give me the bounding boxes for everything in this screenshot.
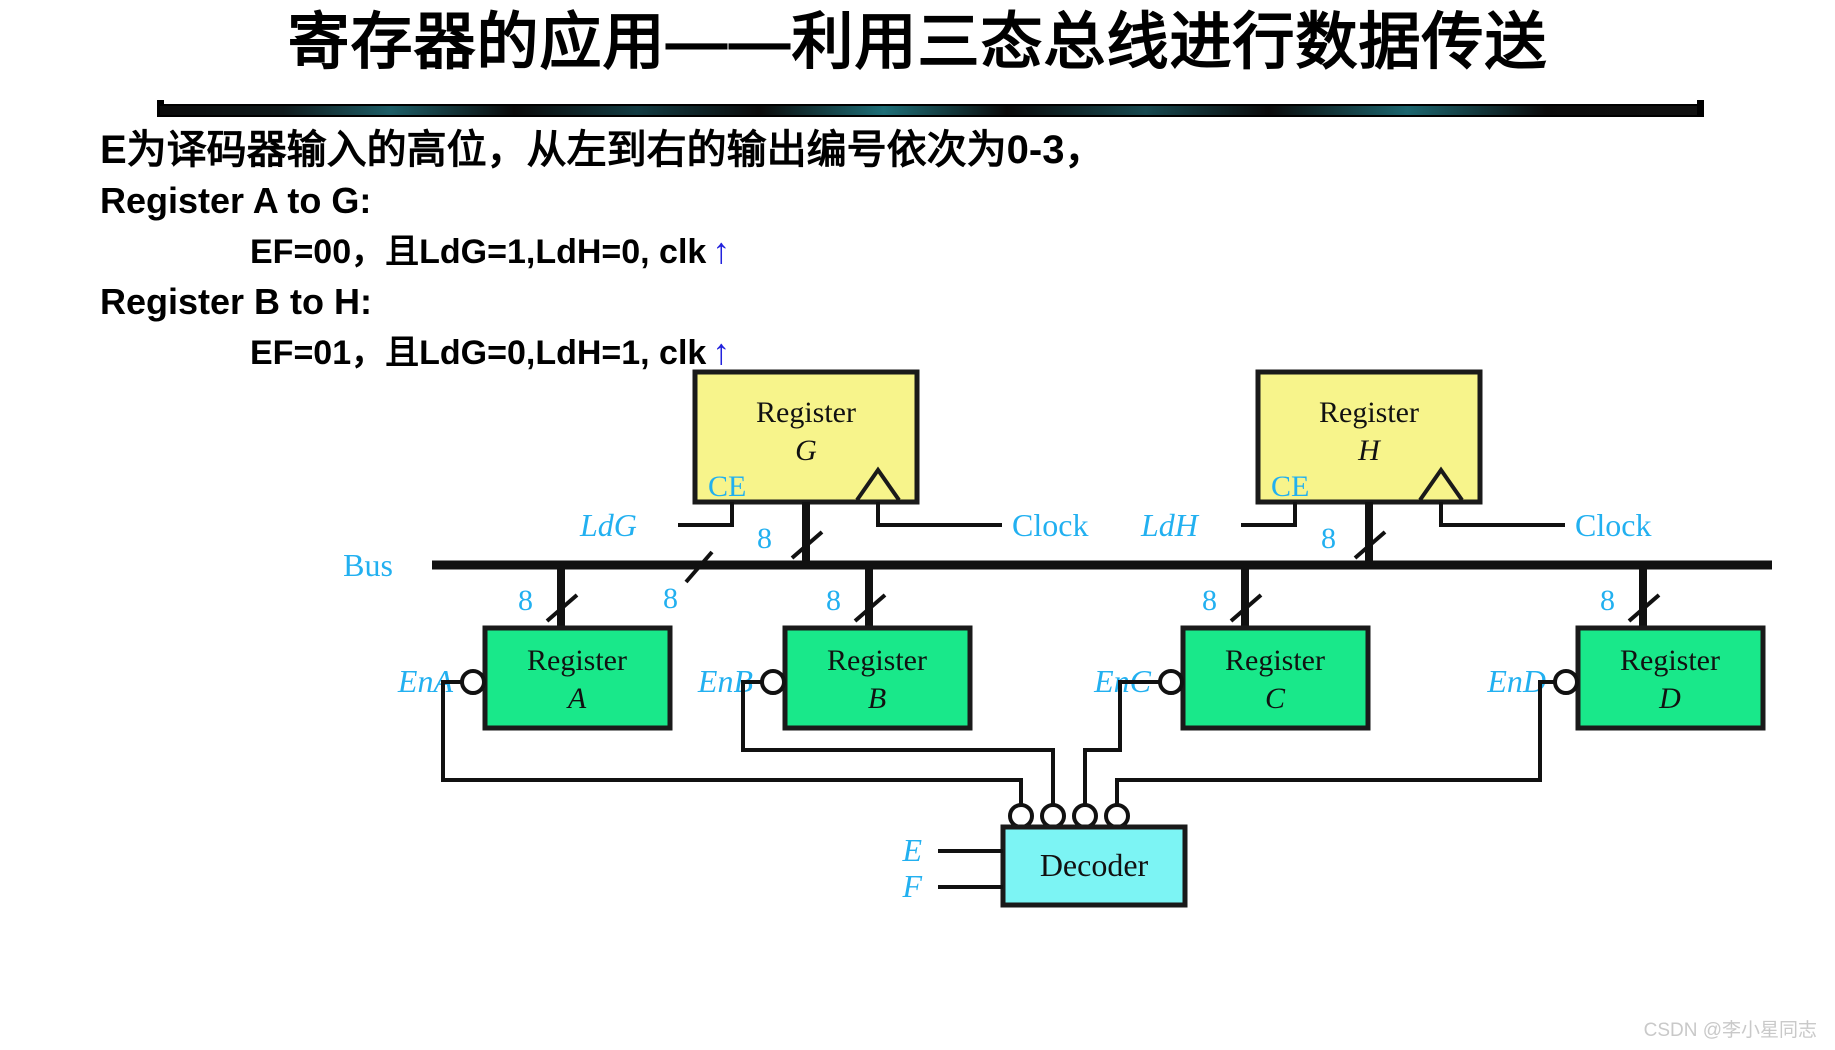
- text-line-3: EF=00，且LdG=1,LdH=0, clk↑: [100, 226, 1500, 277]
- register-g-ce-label: CE: [708, 470, 746, 503]
- decoder-output-bubble-1-icon: [1040, 803, 1066, 829]
- title-block: 寄存器的应用——利用三态总线进行数据传送: [0, 0, 1835, 120]
- end-label: EnD: [1486, 663, 1546, 699]
- ldh-label: LdH: [1140, 507, 1200, 543]
- register-b-block[interactable]: Register B: [782, 625, 973, 731]
- decoder-output-bubble-2-icon: [1072, 803, 1098, 829]
- register-d-enable-bubble-icon: [1553, 669, 1579, 695]
- register-c-width-label: 8: [1202, 584, 1217, 617]
- bus-label: Bus: [343, 547, 393, 583]
- enable-routing-wires: [441, 680, 1555, 805]
- decoder-block[interactable]: Decoder: [1000, 824, 1188, 908]
- page-title: 寄存器的应用——利用三态总线进行数据传送: [287, 8, 1548, 77]
- register-g-title: Register: [756, 396, 856, 429]
- register-h-clock-triangle-icon: [1418, 466, 1464, 502]
- decoder-input-wires: [938, 849, 1003, 889]
- decoder-label: Decoder: [1040, 847, 1149, 883]
- register-b-title: Register: [827, 644, 927, 677]
- register-h-ce-label: CE: [1271, 470, 1309, 503]
- csdn-watermark: CSDN @李小星同志: [1643, 1020, 1817, 1041]
- title-divider: [160, 104, 1700, 117]
- register-c-enable-bubble-icon: [1158, 669, 1184, 695]
- register-h-title: Register: [1319, 396, 1419, 429]
- text-line-3-body: EF=00，且LdG=1,LdH=0, clk: [250, 233, 707, 271]
- register-d-letter: D: [1658, 682, 1681, 715]
- register-b-letter: B: [868, 682, 886, 715]
- register-h-wires: [1241, 502, 1565, 565]
- register-g-block[interactable]: Register G CE: [692, 369, 920, 505]
- register-c-title: Register: [1225, 644, 1325, 677]
- bus-width-label: 8: [663, 582, 678, 615]
- title-rule-cap-right: [1697, 100, 1704, 117]
- register-h-block[interactable]: Register H CE: [1255, 369, 1483, 505]
- register-d-block[interactable]: Register D: [1575, 625, 1766, 731]
- decoder-output-bubble-3-icon: [1104, 803, 1130, 829]
- register-h-clock-label: Clock: [1575, 507, 1651, 543]
- register-h-width-label: 8: [1321, 522, 1336, 555]
- text-line-2: Register A to G:: [100, 180, 372, 221]
- register-d-title: Register: [1620, 644, 1720, 677]
- register-a-block[interactable]: Register A: [482, 625, 673, 731]
- bus-drop-lines: [545, 565, 1661, 628]
- circuit-diagram: Register G CE LdG Clock 8 Register H CE …: [0, 360, 1835, 920]
- register-g-clock-triangle-icon: [855, 466, 901, 502]
- text-line-4: Register B to H:: [100, 281, 373, 322]
- text-line-1: E为译码器输入的高位，从左到右的输出编号依次为0-3，: [100, 128, 1105, 172]
- register-g-letter: G: [795, 434, 817, 467]
- bus-width-slash: [684, 550, 714, 584]
- register-g-clock-label: Clock: [1012, 507, 1088, 543]
- text-line-5-body: EF=01，且LdG=0,LdH=1, clk: [250, 334, 707, 372]
- register-a-title: Register: [527, 644, 627, 677]
- ldg-label: LdG: [579, 507, 637, 543]
- register-b-width-label: 8: [826, 584, 841, 617]
- body-text-block: E为译码器输入的高位，从左到右的输出编号依次为0-3， Register A t…: [100, 124, 1500, 378]
- register-a-letter: A: [566, 682, 587, 715]
- register-c-letter: C: [1265, 682, 1286, 715]
- register-a-enable-bubble-icon: [460, 669, 486, 695]
- decoder-input-e-label: E: [901, 832, 922, 868]
- text-line-5: EF=01，且LdG=0,LdH=1, clk↑: [100, 327, 1500, 378]
- register-b-enable-bubble-icon: [760, 669, 786, 695]
- register-g-wires: [678, 502, 1002, 565]
- decoder-output-bubbles: [1008, 803, 1130, 829]
- decoder-output-bubble-0-icon: [1008, 803, 1034, 829]
- register-h-letter: H: [1357, 434, 1382, 467]
- register-d-width-label: 8: [1600, 584, 1615, 617]
- register-c-block[interactable]: Register C: [1180, 625, 1371, 731]
- decoder-input-f-label: F: [901, 868, 922, 904]
- register-a-width-label: 8: [518, 584, 533, 617]
- clock-edge-arrow-2: ↑: [712, 331, 731, 372]
- register-g-width-label: 8: [757, 522, 772, 555]
- clock-edge-arrow-1: ↑: [712, 230, 731, 271]
